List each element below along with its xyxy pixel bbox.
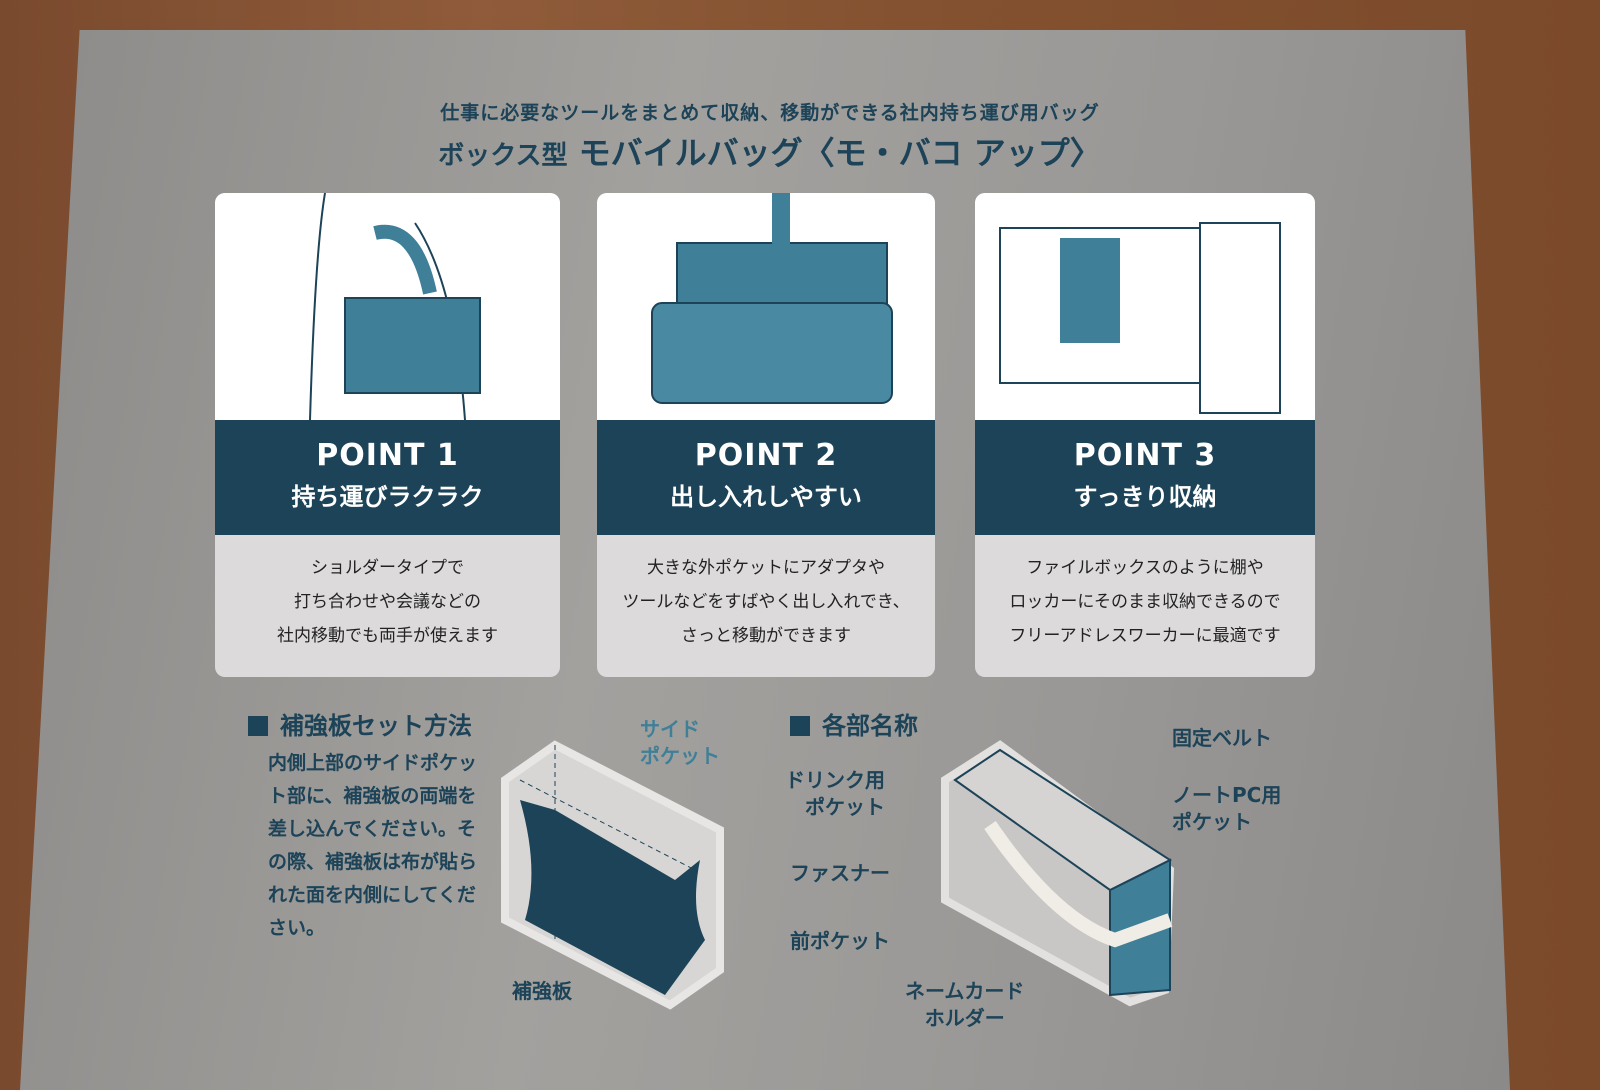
reinforce-heading: 補強板セット方法 — [248, 706, 472, 741]
product-title: ボックス型 モバイルバッグ〈モ・バコ アップ〉 — [438, 134, 1102, 172]
reinforcement-board-illustration — [501, 740, 724, 1010]
bag-pockets-illustration — [597, 193, 935, 420]
shoulder-bag-illustration — [215, 193, 560, 420]
bag-parts-illustration — [941, 740, 1175, 1007]
parts-heading: 各部名称 — [790, 706, 918, 741]
locker-illustration — [975, 193, 1315, 420]
tagline: 仕事に必要なツールをまとめて収納、移動ができる社内持ち運び用バッグ — [440, 102, 1100, 124]
reinforce-body: 内側上部のサイドポケット部に、補強板の両端を差し込んでください。その際、補強板は… — [268, 752, 478, 939]
